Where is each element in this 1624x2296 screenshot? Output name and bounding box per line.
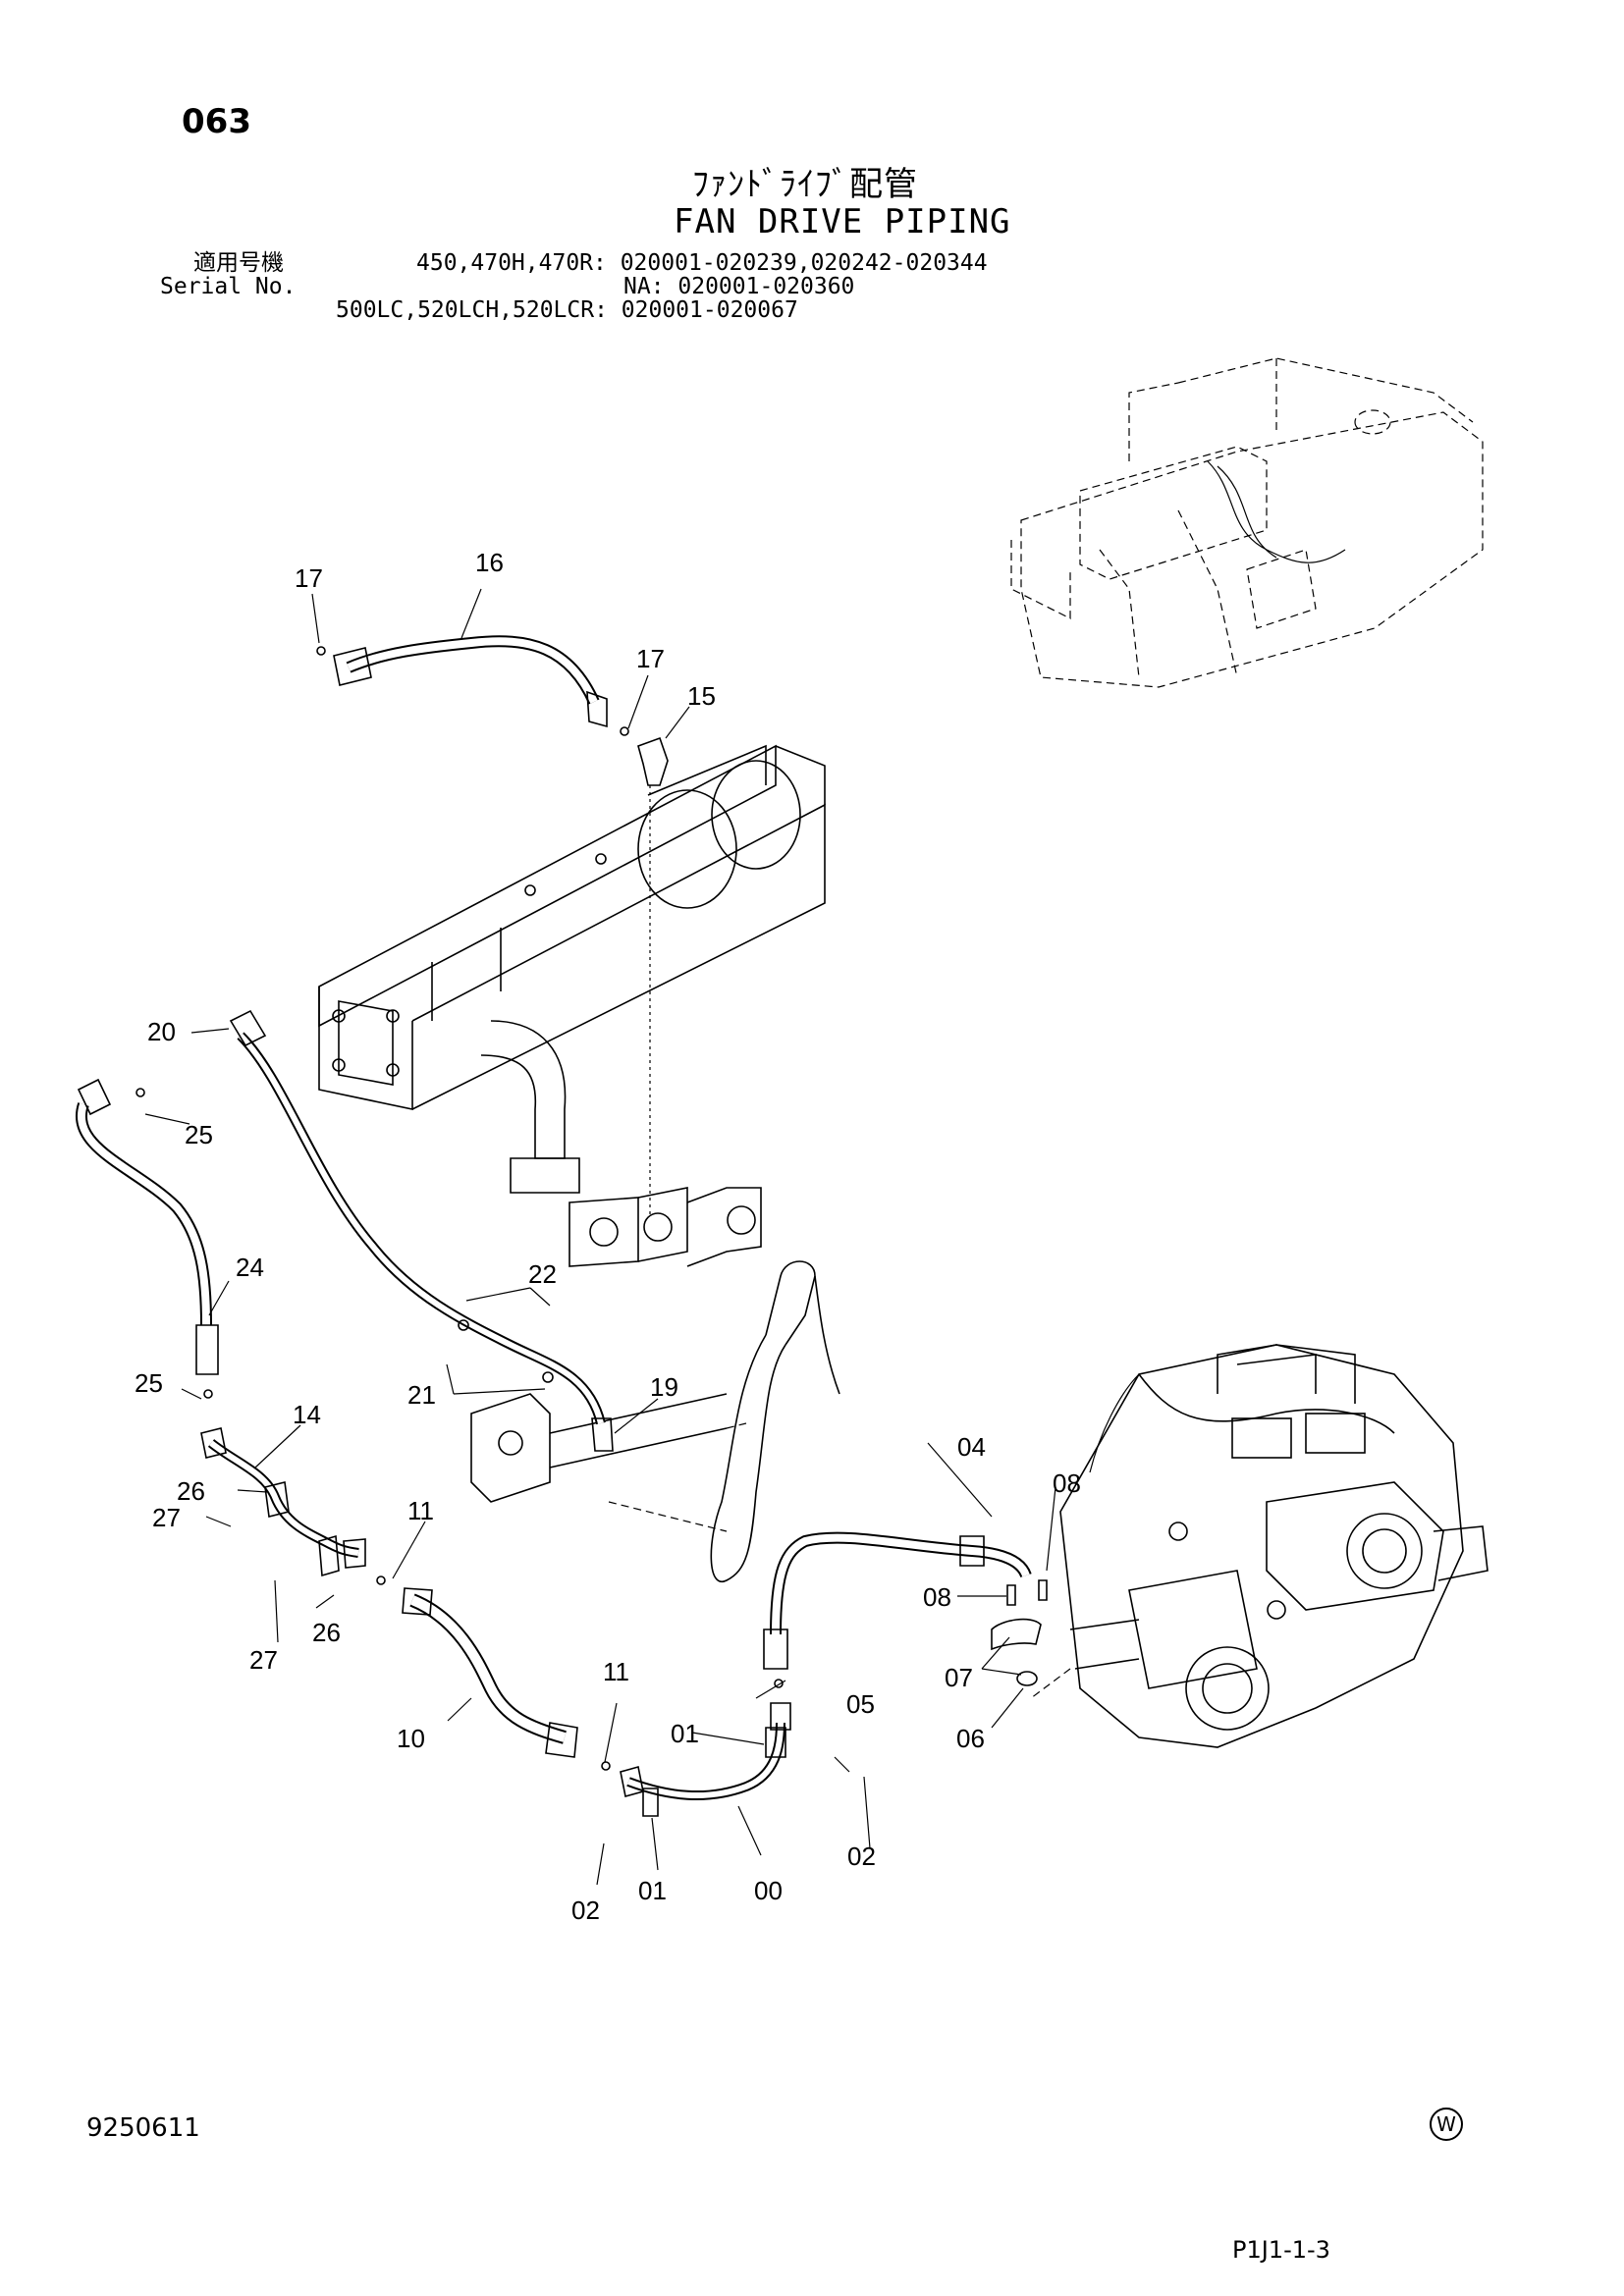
hose-24 [76, 1078, 219, 1399]
callout-20: 20 [147, 1017, 176, 1046]
title-english: FAN DRIVE PIPING [674, 202, 1011, 241]
callout-02: 02 [571, 1896, 600, 1925]
callout-01: 01 [671, 1719, 699, 1748]
callout-11: 11 [407, 1496, 434, 1525]
title-japanese: ﾌｧﾝﾄﾞﾗｲﾌﾞ配管 [692, 165, 918, 204]
callout-17: 17 [636, 644, 665, 673]
callout-26: 26 [312, 1618, 341, 1647]
callout-22: 22 [528, 1259, 557, 1289]
callout-14: 14 [293, 1400, 321, 1429]
sheet-code: P1J1-1-3 [1232, 2236, 1330, 2264]
serial-row-2: NA: 020001-020360 [623, 274, 855, 299]
callout-25: 25 [135, 1368, 163, 1398]
pipe-00 [620, 1702, 791, 1817]
pump-assembly [1030, 1344, 1489, 1748]
page-number: 063 [182, 102, 251, 141]
callout-08: 08 [923, 1582, 951, 1612]
callout-27: 27 [249, 1645, 278, 1675]
hose-16 [316, 635, 669, 1217]
callout-07: 07 [945, 1663, 973, 1692]
serial-label-english: Serial No. [160, 274, 297, 299]
callout-25: 25 [185, 1120, 213, 1149]
callout-17: 17 [295, 563, 323, 593]
callout-26: 26 [177, 1476, 205, 1506]
document-number: 9250611 [86, 2113, 200, 2143]
callout-05: 05 [846, 1689, 875, 1719]
callout-10: 10 [397, 1724, 425, 1753]
callout-00: 00 [754, 1876, 783, 1905]
machine-overview-sketch [1010, 357, 1484, 688]
callout-27: 27 [152, 1503, 181, 1532]
hose-20 [229, 1009, 614, 1452]
serial-row-1: 450,470H,470R: 020001-020239,020242-0203… [416, 250, 988, 276]
hose-10 [402, 1587, 611, 1771]
callout-16: 16 [475, 548, 504, 577]
suction-pipe-assembly [470, 1260, 840, 1583]
callout-21: 21 [407, 1380, 436, 1410]
cooler-frame [318, 744, 826, 1267]
callout-04: 04 [957, 1432, 986, 1462]
callout-15: 15 [687, 681, 716, 711]
serial-row-3: 500LC,520LCH,520LCR: 020001-020067 [336, 297, 798, 323]
serial-label-japanese: 適用号機 [193, 250, 284, 276]
callout-02: 02 [847, 1842, 876, 1871]
callout-06: 06 [956, 1724, 985, 1753]
hose-04 [763, 1531, 1048, 1688]
callout-08: 08 [1053, 1468, 1081, 1498]
registered-mark: W [1430, 2108, 1463, 2141]
callout-19: 19 [650, 1372, 678, 1402]
callout-24: 24 [236, 1253, 264, 1282]
leader-lines [144, 588, 1056, 1886]
callout-11: 11 [603, 1657, 629, 1686]
pipe-14 [200, 1427, 386, 1585]
callout-labels: 17 16 17 15 20 25 24 22 21 19 25 14 26 2… [135, 548, 1081, 1925]
callout-01: 01 [638, 1876, 667, 1905]
